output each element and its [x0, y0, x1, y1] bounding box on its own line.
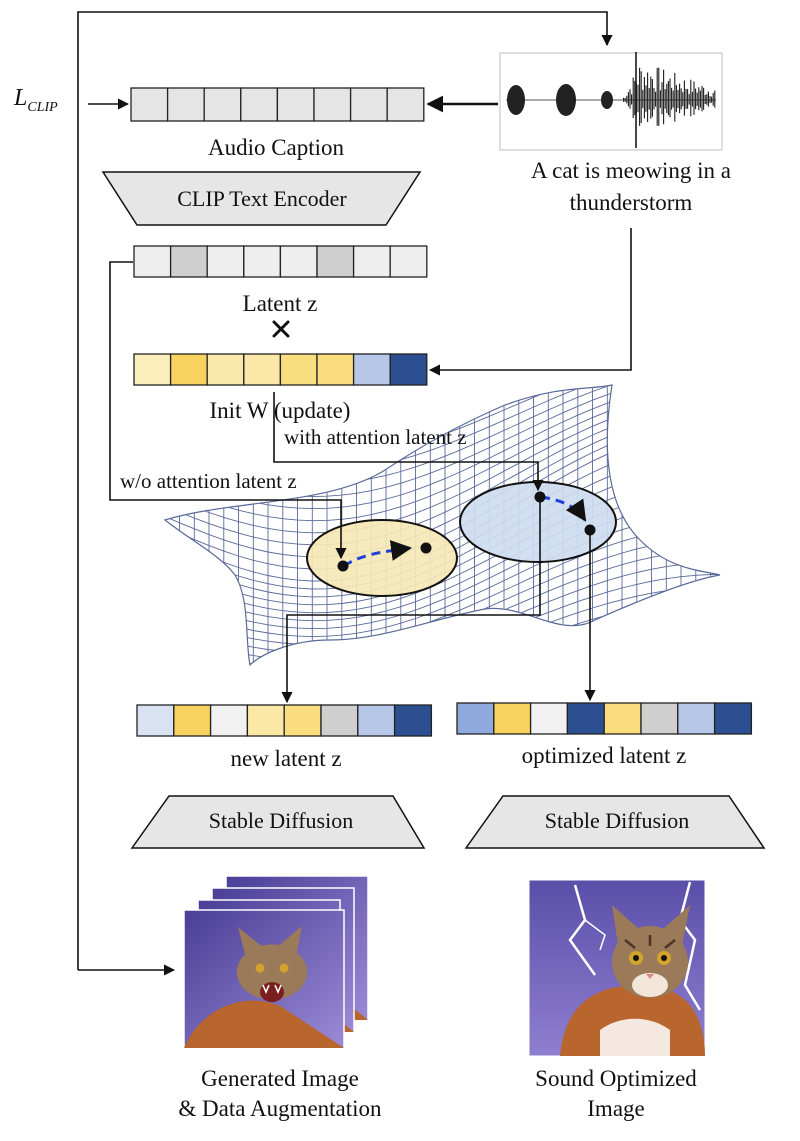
- init-w-cell: [169, 353, 208, 386]
- with-attention-path: [540, 495, 587, 522]
- init-w-cell: [389, 353, 428, 386]
- stable-diffusion-left-label: Stable Diffusion: [208, 808, 354, 833]
- without-attention-connector: [109, 261, 347, 560]
- audio-text-line1: A cat is meowing in a: [531, 158, 731, 183]
- latent-z-cell: [352, 245, 391, 278]
- latent-z-cell: [169, 245, 208, 278]
- audio-caption-cell: [166, 87, 205, 122]
- audio-caption-cell: [240, 87, 279, 122]
- audio-caption-cell: [130, 87, 169, 122]
- optimized-latent-cell: [677, 702, 716, 735]
- new-latent-cell: [173, 704, 212, 737]
- optimized-latent-label: optimized latent z: [521, 743, 687, 768]
- new-latent-cell: [209, 704, 249, 737]
- with-attention-label: with attention latent z: [284, 425, 467, 449]
- to-new-latent-connector: [281, 497, 541, 704]
- optimized-image-label-line1: Sound Optimized: [535, 1066, 697, 1091]
- cat-lightning-image: [528, 879, 706, 1057]
- audio-caption-label: Audio Caption: [207, 135, 345, 160]
- stable-diffusion-right-block: [464, 795, 766, 849]
- caption-to-init-w-arrow: [428, 228, 632, 376]
- clip-text-encoder-block: [101, 171, 422, 226]
- audio-caption-cell: [203, 87, 242, 122]
- optimized-latent-cell: [603, 702, 642, 735]
- latent-z-cell: [133, 245, 172, 278]
- feedback-loop-line: [77, 11, 613, 976]
- new-latent-cell: [246, 704, 285, 737]
- optimized-latent-cell: [493, 702, 532, 735]
- audio-caption-cell: [276, 87, 315, 122]
- without-attention-start-point: [337, 560, 349, 572]
- with-attention-end-point: [584, 524, 596, 536]
- latent-z-cell: [206, 245, 245, 278]
- optimized-latent-cell: [713, 702, 753, 735]
- optimized-latent-cell: [529, 702, 569, 735]
- multiply-icon: [272, 320, 290, 338]
- without-attention-path: [343, 540, 413, 568]
- audio-caption-cell: [349, 87, 388, 122]
- init-w-cell: [279, 353, 318, 386]
- latent-z-vector: [133, 245, 428, 278]
- latent-z-cell: [243, 245, 282, 278]
- new-latent-cell: [283, 704, 322, 737]
- new-latent-cell: [357, 704, 396, 737]
- audio-waveform-icon: [499, 52, 723, 151]
- new-latent-cell: [320, 704, 359, 737]
- optimized-latent-vector: [456, 702, 753, 735]
- init-w-cell: [352, 353, 391, 386]
- loss-label: LCLIP: [14, 85, 58, 115]
- optimized-latent-cell: [566, 702, 605, 735]
- init-w-cell: [316, 353, 355, 386]
- latent-z-cell: [316, 245, 355, 278]
- generated-image-frame: [183, 909, 345, 1049]
- stable-diffusion-right-label: Stable Diffusion: [544, 808, 690, 833]
- init-w-label: Init W (update): [209, 398, 351, 423]
- new-latent-vector: [136, 704, 433, 737]
- without-attention-region: [306, 519, 458, 597]
- optimized-latent-cell: [640, 702, 679, 735]
- audio-text-line2: thunderstorm: [569, 190, 693, 215]
- new-latent-cell: [393, 704, 433, 737]
- audio-caption-cell: [313, 87, 352, 122]
- init-w-cell: [133, 353, 172, 386]
- audio-caption-vector: [130, 87, 425, 122]
- clip-text-encoder-label: CLIP Text Encoder: [177, 186, 347, 211]
- without-attention-label: w/o attention latent z: [120, 469, 297, 493]
- with-attention-connector: [273, 392, 544, 492]
- latent-z-label: Latent z: [242, 291, 318, 316]
- new-latent-label: new latent z: [230, 746, 342, 771]
- optimized-image-label-line2: Image: [587, 1096, 645, 1121]
- latent-z-cell: [389, 245, 428, 278]
- generated-image-label-line1: Generated Image: [201, 1066, 359, 1091]
- cat-image-stack: [183, 875, 369, 1049]
- new-latent-cell: [136, 704, 175, 737]
- generated-image-label-line2: & Data Augmentation: [178, 1096, 382, 1121]
- stable-diffusion-left-block: [130, 795, 426, 849]
- init-w-cell: [206, 353, 245, 386]
- audio-caption-cell: [386, 87, 425, 122]
- init-w-cell: [243, 353, 282, 386]
- init-w-vector: [133, 353, 428, 386]
- latent-z-cell: [279, 245, 318, 278]
- optimized-latent-cell: [456, 702, 495, 735]
- without-attention-end-point: [420, 542, 432, 554]
